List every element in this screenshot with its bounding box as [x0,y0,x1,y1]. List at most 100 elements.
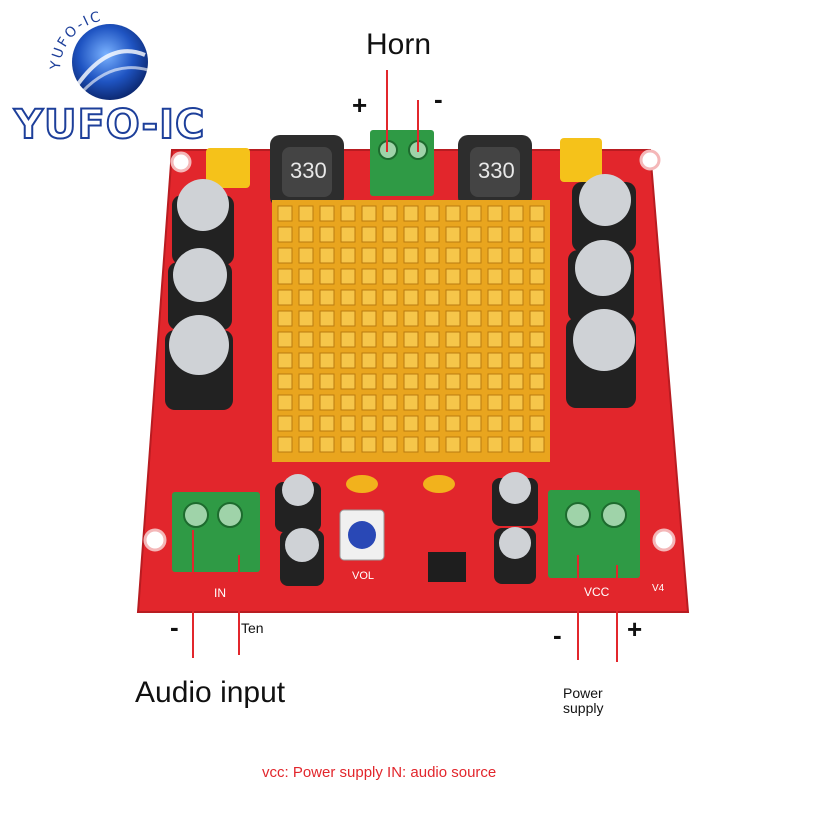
heatsink-fin [529,415,545,432]
heatsink-fin [487,247,503,264]
heatsink-fin [277,205,293,222]
heatsink-fin [361,310,377,327]
audio-minus-sign: - [170,612,179,642]
heatsink-fin [466,205,482,222]
heatsink-fin [508,205,524,222]
heatsink-fin [382,415,398,432]
heatsink-fin [319,331,335,348]
horn-plus-line [386,70,388,152]
heatsink-fin [403,247,419,264]
heatsink-fin [361,352,377,369]
heatsink-fin [298,289,314,306]
heatsink-fin [466,268,482,285]
heatsink-fin [445,268,461,285]
heatsink-fin [424,289,440,306]
heatsink-fin [424,352,440,369]
heatsink-fin [487,436,503,453]
heatsink-fin [529,352,545,369]
heatsink-fin [529,226,545,243]
heatsink-fin [340,415,356,432]
inductor-left-marking: 330 [290,158,327,183]
heatsink-fin [298,268,314,285]
heatsink-fin [298,205,314,222]
heatsink-fin [382,373,398,390]
heatsink-fin [298,436,314,453]
horn-minus-line [417,100,419,152]
heatsink-fin [403,310,419,327]
footer-note: vcc: Power supply IN: audio source [262,764,497,781]
heatsink-fin [508,394,524,411]
heatsink-fin [340,268,356,285]
heatsink-fin [340,331,356,348]
heatsink-fin [340,226,356,243]
heatsink-fin [508,289,524,306]
heatsink-fin [445,352,461,369]
heatsink-fin [445,436,461,453]
heatsink-fin [424,247,440,264]
heatsink-fin [319,436,335,453]
heatsink-fin [445,289,461,306]
heatsink-fin [319,247,335,264]
heatsink-fin [319,352,335,369]
heatsink-fin [382,352,398,369]
heatsink-fin [508,436,524,453]
heatsink-fin [403,436,419,453]
heatsink-fin [382,205,398,222]
heatsink-fin [445,415,461,432]
heatsink-fin [445,205,461,222]
heatsink-fin [382,247,398,264]
heatsink-fin [340,436,356,453]
heatsink-fin [466,436,482,453]
heatsink-fin [277,331,293,348]
heatsink-fin [298,331,314,348]
heatsink-fin [466,373,482,390]
heatsink-fin [319,205,335,222]
heatsink-fin [340,373,356,390]
heatsink-fin [508,310,524,327]
heatsink-fin [466,352,482,369]
heatsink-fin [361,226,377,243]
heatsink-fin [340,352,356,369]
heatsink-fin [382,226,398,243]
heatsink-fin [277,352,293,369]
heatsink-fin [340,289,356,306]
brand-logo: YUFO-IC YUFO-IC [0,0,210,155]
heatsink-fin [298,415,314,432]
silk-version: V4 [652,583,665,594]
heatsink-fin [487,289,503,306]
heatsink-fin [487,394,503,411]
heatsink-fin [319,415,335,432]
inductor-left [270,135,344,207]
heatsink-fin [424,205,440,222]
heatsink-fin [277,415,293,432]
heatsink-fin [424,331,440,348]
heatsink-fin [529,268,545,285]
heatsink-fin [508,226,524,243]
silk-vol: VOL [352,570,375,582]
heatsink-fin [487,205,503,222]
heatsink-fin [529,373,545,390]
heatsink-fin [445,247,461,264]
heatsink-fin [466,394,482,411]
heatsink-fin [277,268,293,285]
heatsink-fin [487,331,503,348]
heatsink-fin [445,394,461,411]
heatsink-fin [424,310,440,327]
power-minus-line [577,555,579,660]
heatsink-fin [403,268,419,285]
heatsink-fin [466,415,482,432]
heatsink-fin [424,394,440,411]
heatsink-fin [277,394,293,411]
heatsink-fin [382,310,398,327]
heatsink-fin [319,310,335,327]
heatsink-fin [466,289,482,306]
heatsink-fin [487,310,503,327]
heatsink-fin [319,268,335,285]
horn-minus-sign: - [434,84,443,114]
heatsink-fin [424,373,440,390]
heatsink-fin [340,394,356,411]
heatsink-fin [361,415,377,432]
logo-brand-text: YUFO-IC [13,101,206,149]
heatsink-fin [529,394,545,411]
